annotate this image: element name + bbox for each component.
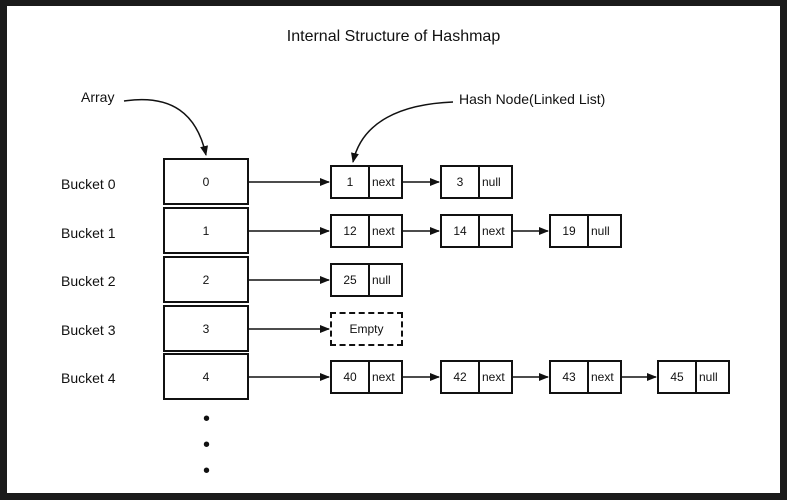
bucket-label-0: Bucket 0 — [61, 176, 116, 192]
array-cell-2: 2 — [163, 256, 249, 303]
hash-node: 19 null — [549, 214, 622, 248]
hash-node: 14 next — [440, 214, 513, 248]
ellipsis-dot-2: • — [203, 434, 211, 456]
node-value: 19 — [551, 216, 589, 246]
node-pointer: null — [372, 273, 391, 287]
ellipsis-dot-3: • — [203, 460, 211, 482]
diagram-canvas: Internal Structure of Hashmap Array Hash… — [7, 6, 780, 493]
node-value: 43 — [551, 362, 589, 392]
node-value: 3 — [442, 167, 480, 197]
bucket-label-2: Bucket 2 — [61, 273, 116, 289]
node-pointer: null — [699, 370, 718, 384]
node-pointer: next — [482, 370, 505, 384]
node-value: 14 — [442, 216, 480, 246]
node-pointer: null — [591, 224, 610, 238]
node-pointer: next — [482, 224, 505, 238]
hash-node: 42 next — [440, 360, 513, 394]
hash-node-label: Hash Node(Linked List) — [459, 91, 606, 107]
node-value: 40 — [332, 362, 370, 392]
array-cell-3: 3 — [163, 305, 249, 352]
array-cell-4: 4 — [163, 353, 249, 400]
hash-node: 25 null — [330, 263, 403, 297]
node-value: 45 — [659, 362, 697, 392]
node-value: 12 — [332, 216, 370, 246]
array-cell-1: 1 — [163, 207, 249, 254]
node-value: 1 — [332, 167, 370, 197]
node-pointer: null — [482, 175, 501, 189]
hash-node: 1 next — [330, 165, 403, 199]
node-pointer: next — [372, 370, 395, 384]
bucket-label-4: Bucket 4 — [61, 370, 116, 386]
empty-node: Empty — [330, 312, 403, 346]
node-pointer: next — [372, 175, 395, 189]
hash-node: 43 next — [549, 360, 622, 394]
hash-node-pointer-arrow — [351, 101, 454, 163]
hash-node: 12 next — [330, 214, 403, 248]
diagram-title: Internal Structure of Hashmap — [286, 28, 501, 45]
ellipsis-dot-1: • — [203, 408, 211, 430]
hash-node: 45 null — [657, 360, 730, 394]
array-label: Array — [81, 89, 115, 105]
node-pointer: next — [591, 370, 614, 384]
bucket-label-3: Bucket 3 — [61, 322, 116, 338]
node-pointer: next — [372, 224, 395, 238]
bucket-label-1: Bucket 1 — [61, 225, 116, 241]
arrows-layer — [123, 98, 657, 381]
hash-node: 40 next — [330, 360, 403, 394]
hash-node: 3 null — [440, 165, 513, 199]
array-cell-0: 0 — [163, 158, 249, 205]
array-pointer-arrow — [123, 98, 208, 156]
node-value: 25 — [332, 265, 370, 295]
node-value: 42 — [442, 362, 480, 392]
